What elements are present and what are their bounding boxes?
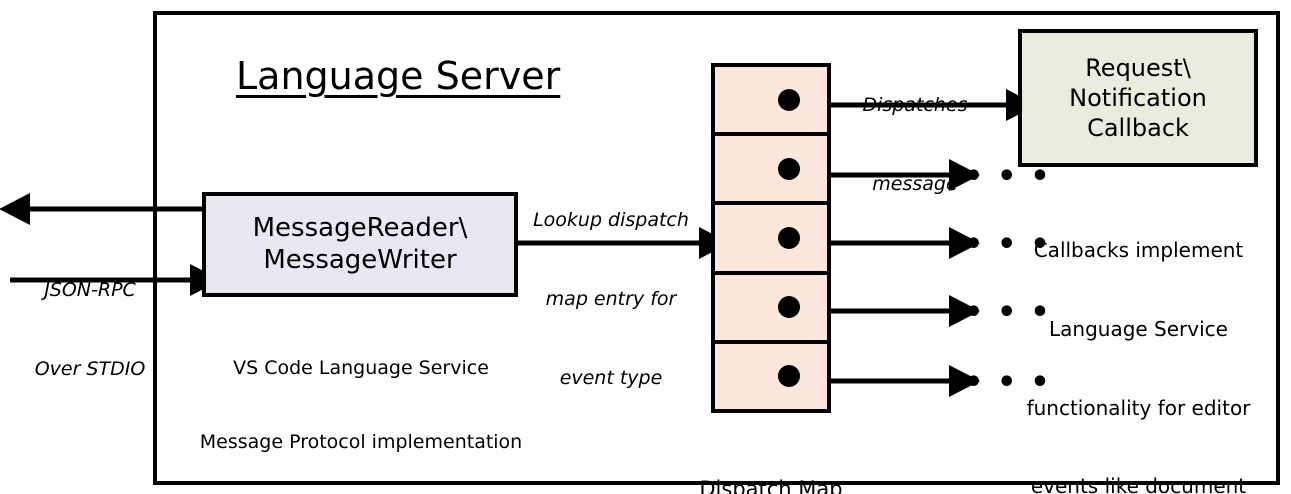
callback-dot-icon [778, 88, 800, 111]
ellipsis-row-5: • • • [964, 365, 1054, 400]
lookup-dispatch-edge-label-line3: event type [559, 366, 663, 389]
language-server-boundary-box [153, 11, 1280, 485]
dispatches-message-edge-label: Dispatches message [840, 40, 990, 250]
callback-description-line4: events like document [1030, 474, 1247, 494]
callback-dot-icon [778, 296, 800, 319]
callback-description: Callbacks implement Language Service fun… [1006, 185, 1271, 494]
ellipsis-row-3: • • • [964, 227, 1054, 262]
jsonrpc-edge-label-line2: Over STDIO [34, 358, 146, 381]
lookup-dispatch-edge-label-line2: map entry for [545, 288, 677, 311]
callback-dot-icon [778, 227, 800, 249]
request-notification-callback-line3: Callback [1087, 114, 1189, 143]
request-notification-callback-node[interactable]: Request\ Notification Callback [1018, 29, 1258, 167]
message-reader-writer-label: MessageReader\ MessageWriter [253, 213, 468, 276]
dispatch-map-cell-2[interactable] [715, 136, 827, 206]
dispatch-map-cell-1[interactable] [715, 67, 827, 137]
jsonrpc-edge-label: JSON-RPC Over STDIO [20, 225, 160, 435]
request-notification-callback-line2: Notification [1069, 83, 1207, 112]
request-notification-callback-label: Request\ Notification Callback [1069, 53, 1207, 144]
request-notification-callback-line1: Request\ [1085, 53, 1191, 82]
dispatch-map-cell-3[interactable] [715, 205, 827, 275]
ellipsis-row-4: • • • [964, 295, 1054, 330]
callback-description-line1: Callbacks implement [1033, 238, 1244, 263]
callback-dot-icon [778, 157, 800, 180]
dispatch-map-cell-5[interactable] [715, 344, 827, 409]
dispatch-map-caption-line1: Dispatch Map [699, 476, 843, 494]
message-reader-writer-caption: VS Code Language Service Message Protoco… [186, 307, 536, 494]
callback-description-line2: Language Service [1049, 316, 1228, 341]
dispatch-map-node[interactable] [711, 63, 831, 413]
lookup-dispatch-edge-label: Lookup dispatch map entry for event type [516, 155, 706, 443]
dispatches-message-edge-label-line2: message [872, 173, 958, 196]
dispatch-map-caption: Dispatch Map (event_type, callback) [641, 421, 901, 494]
message-reader-writer-node[interactable]: MessageReader\ MessageWriter [202, 192, 518, 297]
message-reader-writer-caption-line2: Message Protocol implementation [199, 431, 523, 454]
message-reader-writer-caption-line1: VS Code Language Service [233, 357, 489, 380]
message-reader-writer-line1: MessageReader\ [252, 212, 468, 243]
dispatch-map-cell-4[interactable] [715, 275, 827, 344]
callback-dot-icon [778, 365, 800, 388]
jsonrpc-edge-label-line1: JSON-RPC [44, 279, 136, 302]
dispatches-message-edge-label-line1: Dispatches [862, 94, 968, 117]
callback-description-line3: functionality for editor [1026, 395, 1251, 420]
lookup-dispatch-edge-label-line1: Lookup dispatch [533, 209, 689, 232]
page-title: Language Server [236, 54, 561, 98]
message-reader-writer-line2: MessageWriter [263, 244, 457, 275]
